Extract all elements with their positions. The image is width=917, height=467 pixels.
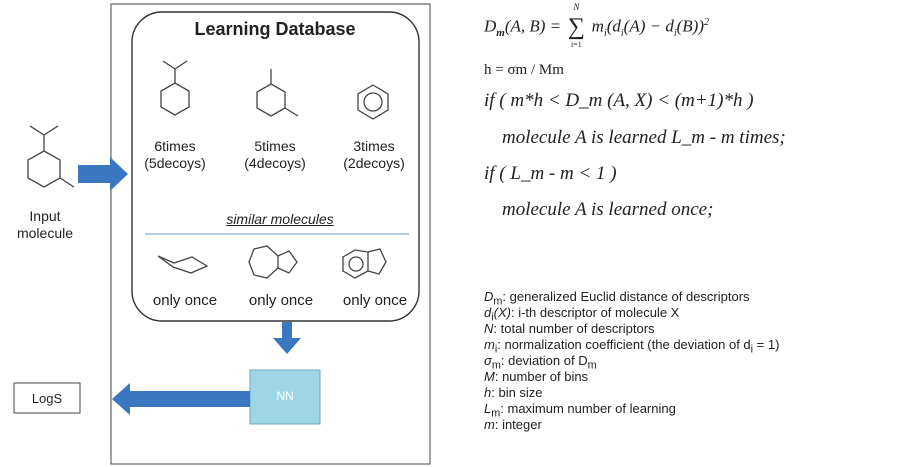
dissimilar-3-label: only once (342, 292, 408, 309)
logs-label: LogS (31, 391, 63, 406)
similar-3-times: 3times (353, 138, 395, 154)
dissimilar-2-label: only once (248, 292, 314, 309)
legend-m-bins: M: number of bins (484, 369, 589, 384)
similar-molecule-1-structure (160, 60, 190, 116)
similar-3-decoys: (2decoys) (343, 155, 405, 171)
legend-mi: mi: normalization coefficient (the devia… (484, 337, 780, 356)
rule-1: if ( m*h < D_m (A, X) < (m+1)*h ) (484, 90, 754, 111)
input-arrow (78, 157, 128, 191)
legend-n: N: total number of descriptors (484, 321, 655, 336)
dissimilar-molecule-3-structure (342, 248, 387, 279)
nn-label: NN (276, 389, 294, 403)
similar-molecule-1-label: 6times (5decoys) (129, 138, 221, 172)
similar-molecules-heading: similar molecules (226, 211, 334, 227)
legend-m-integer: m: integer (484, 417, 542, 432)
outer-frame (110, 3, 431, 465)
down-arrow (273, 322, 301, 354)
legend-dm: Dm: generalized Euclid distance of descr… (484, 289, 750, 308)
dissimilar-molecule-1-structure (157, 255, 209, 274)
rule-4: molecule A is learned once; (502, 199, 714, 220)
legend-h: h: bin size (484, 385, 543, 400)
learning-database-box (131, 11, 420, 322)
dissimilar-1-label: only once (152, 292, 218, 309)
similar-1-times: 6times (154, 138, 196, 154)
similar-2-decoys: (4decoys) (244, 155, 306, 171)
input-molecule-structure (27, 125, 75, 188)
legend-di: di(X): i-th descriptor of molecule X (484, 305, 680, 324)
sum-symbol: N ∑ i=1 (567, 2, 585, 49)
rule-3: if ( L_m - m < 1 ) (484, 163, 617, 184)
similar-molecule-2-label: 5times (4decoys) (228, 138, 322, 172)
similar-2-times: 5times (254, 138, 296, 154)
legend-sigma: σm: deviation of Dm (484, 353, 597, 372)
h-formula: h = σm / Mm (484, 62, 564, 78)
input-molecule-label: Input molecule (0, 208, 90, 242)
dissimilar-molecule-2-structure (248, 245, 298, 279)
similar-molecule-3-structure (357, 84, 389, 120)
legend-lm: Lm: maximum number of learning (484, 401, 676, 420)
similar-molecule-3-label: 3times (2decoys) (329, 138, 419, 172)
distance-formula: Dm(A, B) = N ∑ i=1 mi(di(A) − di(B))2 (484, 2, 710, 49)
output-arrow (112, 383, 250, 415)
learning-database-title: Learning Database (194, 19, 356, 39)
rule-2: molecule A is learned L_m - m times; (502, 127, 786, 148)
input-label-line2: molecule (16, 225, 74, 241)
similar-1-decoys: (5decoys) (144, 155, 206, 171)
similar-molecule-2-structure (256, 69, 299, 117)
diagram-canvas (13, 3, 431, 465)
logs-box (13, 382, 81, 414)
input-label-line1: Input (29, 208, 61, 224)
